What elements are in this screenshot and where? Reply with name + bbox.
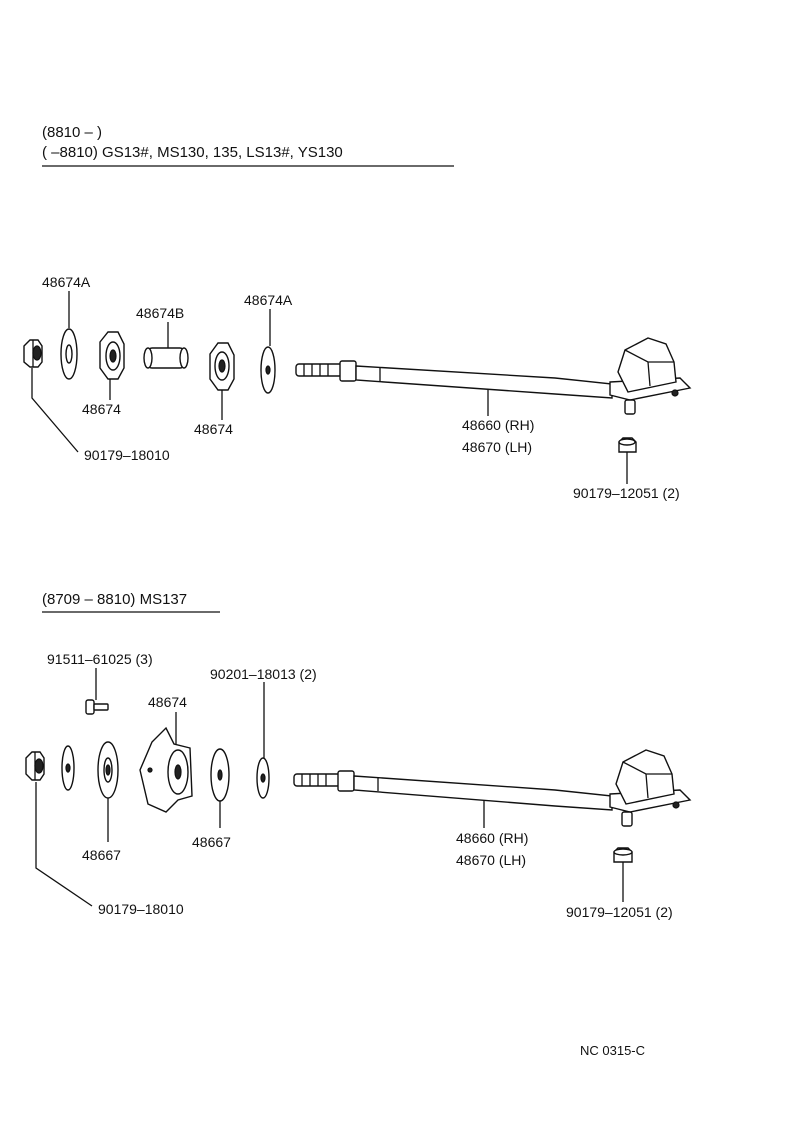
label-cushion-2-right: 48667: [192, 834, 231, 850]
label-rod-rh: 48660 (RH): [462, 417, 534, 433]
section-1-header-line-2: ( –8810) GS13#, MS130, 135, LS13#, YS130: [42, 144, 343, 161]
nut-2-part: [25, 751, 45, 781]
label-rod-2-rh: 48660 (RH): [456, 830, 528, 846]
label-washer-a-right: 48674A: [244, 292, 293, 308]
footer-code: NC 0315-C: [580, 1043, 645, 1058]
cushion-2-left-part: [97, 741, 119, 799]
rod-assembly-part: [295, 337, 692, 415]
cushion-2-right-part: [210, 748, 230, 802]
nut-part: [23, 339, 43, 368]
label-bracket-nut-2: 90179–12051 (2): [566, 904, 673, 920]
label-mount-bracket: 48674: [148, 694, 187, 710]
washer-2-left-part: [61, 745, 75, 791]
cushion-left-part: [99, 331, 125, 380]
label-bracket-nut: 90179–12051 (2): [573, 485, 680, 501]
washer-a-right-part: [260, 346, 276, 394]
section-1-header-line-1: (8810 – ): [42, 124, 102, 141]
label-washer-a-left: 48674A: [42, 274, 91, 290]
washer-2-right-part: [256, 757, 270, 799]
washer-a-left-part: [60, 328, 78, 380]
label-rod-2-lh: 48670 (LH): [456, 852, 526, 868]
section-1: (8810 – ) ( –8810) GS13#, MS130, 135, LS…: [23, 124, 692, 501]
label-collar: 48674B: [136, 305, 184, 321]
mount-bracket-part: [139, 726, 193, 813]
label-cushion-right: 48674: [194, 421, 233, 437]
label-washer: 90201–18013 (2): [210, 666, 317, 682]
section-2: (8709 – 8810) MS137: [25, 591, 692, 920]
label-nut: 90179–18010: [84, 447, 170, 463]
collar-part: [143, 347, 189, 369]
rod-assembly-2-part: [293, 749, 692, 827]
bolt-part: [85, 699, 109, 715]
label-cushion-2-left: 48667: [82, 847, 121, 863]
label-nut-2: 90179–18010: [98, 901, 184, 917]
label-cushion-left: 48674: [82, 401, 121, 417]
bracket-nut-2-part: [613, 847, 633, 863]
cushion-right-part: [209, 342, 235, 391]
label-rod-lh: 48670 (LH): [462, 439, 532, 455]
section-2-header: (8709 – 8810) MS137: [42, 591, 187, 608]
bracket-nut-part: [618, 437, 637, 453]
label-bolt: 91511–61025 (3): [47, 651, 153, 667]
